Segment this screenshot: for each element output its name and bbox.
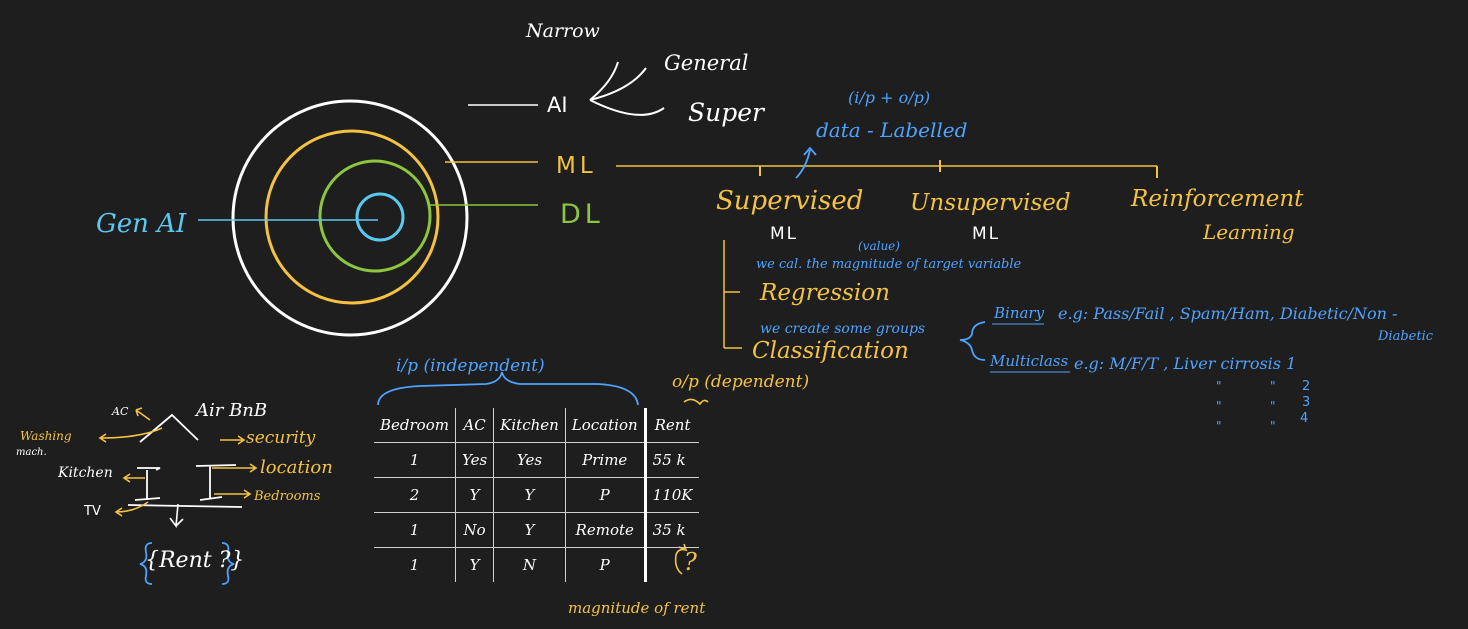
gen-ai-circle [355,192,405,242]
input-label: i/p (independent) [396,356,545,376]
ditto-mark: " [1270,379,1276,393]
supervised-sub-label: ML [770,224,799,244]
ditto-mark: " [1216,379,1222,393]
table-cell [643,547,699,582]
ditto-mark: " [1270,399,1276,413]
feature-location: location [260,457,333,478]
supervised-tree [723,240,742,349]
multiclass-label: Multiclass [990,352,1069,370]
rent-brace-left [139,542,153,585]
binary-examples-cont: Diabetic [1378,329,1434,344]
table-cell: No [454,512,494,548]
ai-branch-curves [589,61,665,116]
ditto-mark: " [1216,419,1222,433]
table-cell: Prime [564,442,646,478]
table-row: 1 No Y Remote 35 k [374,512,699,548]
header-kitchen: Kitchen [493,408,566,443]
regression-label: Regression [760,280,890,306]
general-ai-label: General [664,51,749,75]
super-ai-label: Super [688,98,764,127]
binary-examples: e.g: Pass/Fail , Spam/Ham, Diabetic/Non … [1058,304,1398,323]
table-row: 1 Yes Yes Prime 55 k [374,442,699,478]
table-cell: Y [454,477,494,513]
dl-label: DL [560,199,604,230]
table-cell: P [564,477,646,513]
table-cell: 1 [374,547,456,582]
ditto-mark: " [1216,399,1222,413]
unsupervised-sub-label: ML [972,224,1001,244]
header-bedroom: Bedroom [380,416,449,434]
feature-kitchen: Kitchen [58,465,113,481]
table-cell: P [564,547,646,582]
classification-label: Classification [752,338,909,364]
feature-washing: Washing [20,429,72,443]
airbnb-title: Air BnB [196,400,268,421]
rent-brace-right [221,542,235,585]
feature-bedrooms: Bedrooms [254,489,321,504]
table-cell: Yes [493,442,566,478]
regression-value-note: (value) [858,239,900,253]
table-cell: Y [493,512,566,548]
dl-circle [318,159,432,273]
feature-security: security [246,428,316,448]
gen-ai-label: Gen AI [96,209,187,239]
ditto-number: 3 [1302,395,1311,410]
narrow-ai-label: Narrow [526,20,600,42]
ml-circle [264,129,440,305]
ai-label: AI [547,93,568,117]
io-note: (i/p + o/p) [848,88,931,107]
house-outline [127,413,243,508]
magnitude-note: magnitude of rent [568,599,706,617]
ai-circle [231,99,469,337]
table-cell: Y [454,547,494,582]
rent-table: Bedroom AC Kitchen Location Rent 1 Yes Y… [374,408,699,582]
output-squiggle [683,398,709,406]
reinforcement-label: Reinforcement [1131,186,1304,212]
table-cell: N [493,547,566,582]
table-cell: Y [493,477,566,513]
table-row: 1 Y N P [374,547,699,582]
labelled-arrow [795,146,817,179]
ditto-number: 4 [1300,411,1309,426]
header-location: Location [564,408,646,443]
binary-label: Binary [994,304,1045,322]
table-cell: Yes [454,442,494,478]
input-brace [377,371,639,406]
feature-tv: TV [84,504,101,519]
table-cell: 110K [643,477,699,513]
ditto-mark: " [1270,419,1276,433]
regression-description: we cal. the magnitude of target variable [756,257,1022,272]
table-row: 2 Y Y P 110K [374,477,699,513]
house-down-arrow [169,503,184,529]
house-wall-right [195,464,237,501]
table-cell: Remote [564,512,646,548]
reinforcement-sub-label: Learning [1203,220,1295,244]
rent-question: {Rent ?} [145,548,245,573]
supervised-label: Supervised [716,186,864,216]
table-cell: 1 [374,442,456,478]
unknown-rent-mark: ? [684,548,697,576]
multiclass-examples: e.g: M/F/T , Liver cirrosis 1 [1074,354,1297,373]
classification-brace [959,321,986,361]
table-cell: 35 k [643,512,699,548]
unsupervised-label: Unsupervised [910,190,1071,216]
feature-arrows [98,407,258,517]
house-wall-left [134,467,161,501]
table-cell: 2 [374,477,456,513]
feature-washing-2: mach. [16,447,47,458]
feature-ac: AC [112,405,129,418]
ml-label: ML [556,153,597,179]
data-labelled-note: data - Labelled [816,118,968,142]
table-cell: 1 [374,512,456,548]
header-ac: AC [454,408,494,443]
table-header-row: Bedroom AC Kitchen Location Rent [374,408,699,443]
ditto-number: 2 [1302,379,1311,394]
header-rent: Rent [643,408,699,443]
output-label: o/p (dependent) [672,372,810,392]
classification-description: we create some groups [760,321,926,337]
table-cell: 55 k [643,442,699,478]
